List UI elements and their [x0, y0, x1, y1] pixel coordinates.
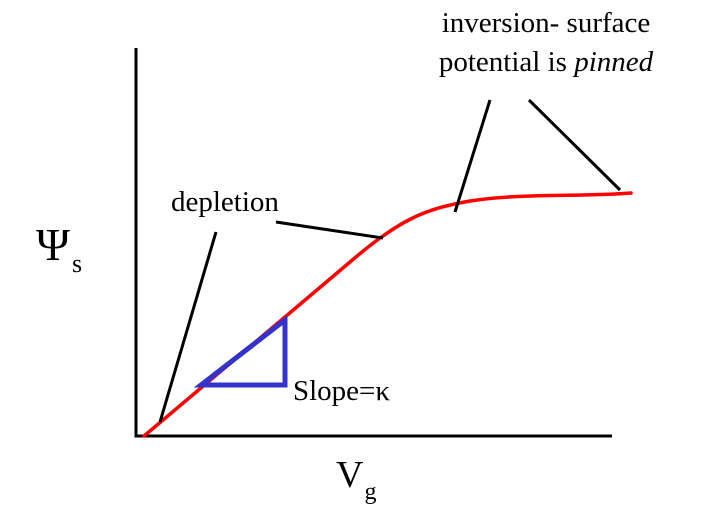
- y-axis-symbol: Ψ: [36, 219, 70, 270]
- depletion-leader-steep: [158, 231, 218, 423]
- axes: [134, 48, 612, 438]
- slope-label: Slope=κ: [293, 375, 390, 407]
- x-axis-subscript: g: [364, 479, 376, 505]
- inversion-leader-left: [453, 99, 492, 213]
- depletion-leader-mid: [275, 220, 384, 240]
- inversion-leader-right: [527, 98, 622, 192]
- inversion-label-line2-emphasis: pinned: [572, 46, 653, 78]
- leader-lines: [158, 98, 622, 423]
- inversion-label-line2-prefix: potential is: [439, 46, 574, 78]
- slope-label-prefix: Slope=: [293, 375, 375, 407]
- x-axis-symbol: V: [336, 454, 364, 496]
- slope-triangle: [193, 314, 288, 388]
- depletion-label: depletion: [171, 186, 279, 218]
- y-axis-subscript: s: [72, 249, 82, 278]
- y-axis-label: Ψs: [36, 219, 82, 278]
- x-axis-label: Vg: [336, 454, 376, 505]
- inversion-label-line1: inversion- surface: [442, 7, 651, 39]
- inversion-label-line2: potential is pinned: [439, 46, 654, 78]
- slope-label-symbol: κ: [375, 375, 390, 407]
